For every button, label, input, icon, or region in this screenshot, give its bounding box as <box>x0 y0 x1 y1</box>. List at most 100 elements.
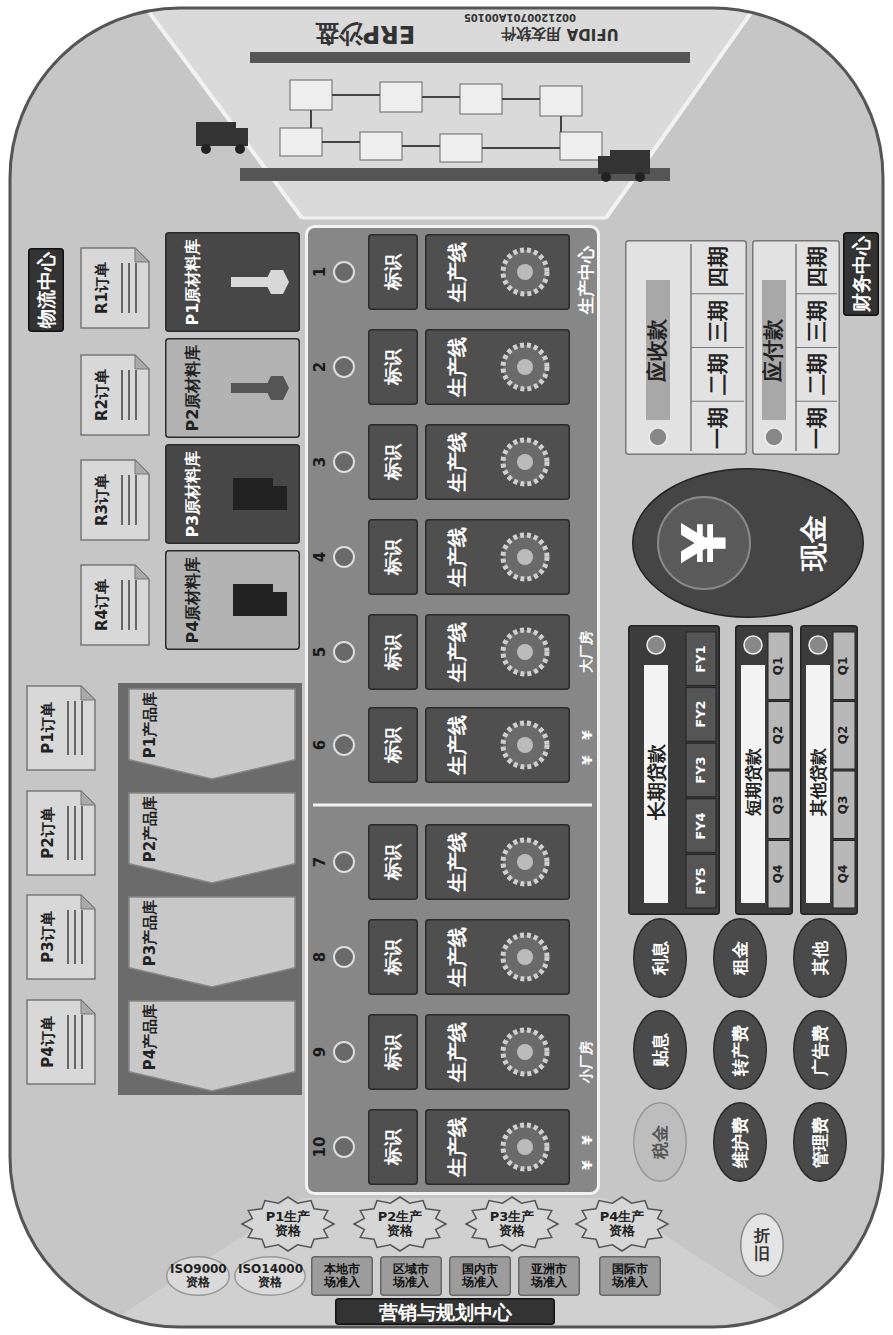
node-text: 生产线 <box>446 927 468 987</box>
node-text: R1订单 <box>94 262 111 314</box>
period-cell <box>833 632 855 700</box>
truck-icon <box>233 584 273 616</box>
node-outline <box>235 1257 306 1296</box>
node-text: Q3 <box>837 795 850 814</box>
node-text: 广告费 <box>811 1025 830 1076</box>
node-text: 税金 <box>651 1125 670 1159</box>
board-label: ERP沙盘 <box>315 21 415 47</box>
order-lines <box>81 806 83 860</box>
order-card: R1订单 <box>80 247 150 329</box>
node-text: 标识 <box>383 539 403 575</box>
period-cell <box>686 632 716 686</box>
order-card: R4订单 <box>80 564 150 646</box>
receivable-box: 应收款一期二期三期四期 <box>625 240 747 455</box>
node-outline <box>242 1197 334 1251</box>
order-lines <box>74 1015 76 1069</box>
node-text: 物流中心 <box>36 252 57 328</box>
node-text: ISO9000 资格 <box>170 1263 226 1289</box>
label-bar <box>762 280 786 420</box>
node-outline <box>166 445 300 544</box>
flow-box <box>380 82 422 112</box>
node-text: ¥ <box>671 522 737 564</box>
line-marker <box>334 642 354 662</box>
node-outline <box>81 565 149 645</box>
node-text: 短期贷款 <box>744 748 763 816</box>
node-text: 生产中心 <box>577 246 596 314</box>
gear-hub <box>517 737 533 753</box>
node-outline <box>129 793 295 883</box>
node-text: 应收款 <box>646 319 669 382</box>
period-cell <box>768 702 790 770</box>
node-outline <box>166 551 300 650</box>
node-outline <box>600 1257 661 1296</box>
node-text: 生产线 <box>446 242 468 302</box>
node-outline <box>844 233 879 316</box>
gear-icon <box>503 935 547 979</box>
node-outline <box>129 689 295 779</box>
market-access: 国内市 场准入 <box>449 1256 511 1296</box>
paper-fold <box>81 1000 95 1014</box>
coin-icon <box>809 636 827 654</box>
node-text: ISO14000 资格 <box>238 1263 302 1289</box>
callout-number: 10 <box>312 1137 329 1158</box>
node-outline <box>369 615 418 690</box>
marker-box: 标识 <box>368 234 418 310</box>
node-outline <box>81 248 149 328</box>
gear-hub <box>517 854 533 870</box>
truck-wheel <box>601 172 611 182</box>
line-marker <box>334 1042 354 1062</box>
node-outline <box>426 825 570 900</box>
node-outline <box>753 241 840 455</box>
node-outline <box>736 626 793 915</box>
node-shape <box>26 685 96 771</box>
center-tag: 财务中心 <box>843 232 879 316</box>
node-text: 一期 <box>806 407 829 449</box>
node-text: 管理费 <box>811 1117 830 1168</box>
node-outline <box>166 233 300 332</box>
line-marker <box>334 452 354 472</box>
node-text: 生产线 <box>446 337 468 397</box>
node-text: P1产品库 <box>142 692 159 758</box>
board-label: ¥ <box>580 730 595 740</box>
truck-icon <box>598 150 650 174</box>
payable-box: 应付款一期二期三期四期 <box>752 240 840 455</box>
node-text: 标识 <box>383 349 403 385</box>
production-line: 生产线 <box>425 1014 570 1090</box>
node-shape <box>26 894 96 980</box>
node-outline <box>369 825 418 900</box>
node-outline <box>519 1257 580 1296</box>
center-tag: 营销与规划中心 <box>335 1298 555 1325</box>
node-text: 生产线 <box>446 527 468 587</box>
node-text: 现金 <box>799 515 830 571</box>
order-lines <box>121 370 123 420</box>
period-cell <box>833 771 855 839</box>
node-outline <box>354 1197 446 1251</box>
order-lines <box>67 701 69 755</box>
label-bar <box>806 665 830 903</box>
line-marker <box>334 262 354 282</box>
node-outline <box>27 895 95 979</box>
node-text: 生产线 <box>446 622 468 682</box>
bolt-head <box>265 376 289 400</box>
period-cell <box>686 688 716 742</box>
coin-icon <box>765 428 783 446</box>
board-label: 小厂房 <box>579 1041 594 1083</box>
node-text: P2订单 <box>40 807 57 858</box>
node-text: FY1 <box>694 645 708 672</box>
line-marker <box>334 735 354 755</box>
period-cell <box>768 841 790 909</box>
node-outline <box>576 1197 668 1251</box>
paper-fold <box>135 460 149 474</box>
node-outline <box>626 241 747 455</box>
gear-icon <box>503 1030 547 1074</box>
production-line: 生产线 <box>425 329 570 405</box>
gear-icon <box>503 630 547 674</box>
node-outline <box>426 330 570 405</box>
material-store: P1原材料库 <box>165 232 300 332</box>
node-outline <box>714 1103 767 1182</box>
order-lines <box>67 1015 69 1069</box>
node-outline <box>369 1015 418 1090</box>
node-text: Q4 <box>837 865 850 884</box>
node-outline <box>369 708 418 783</box>
